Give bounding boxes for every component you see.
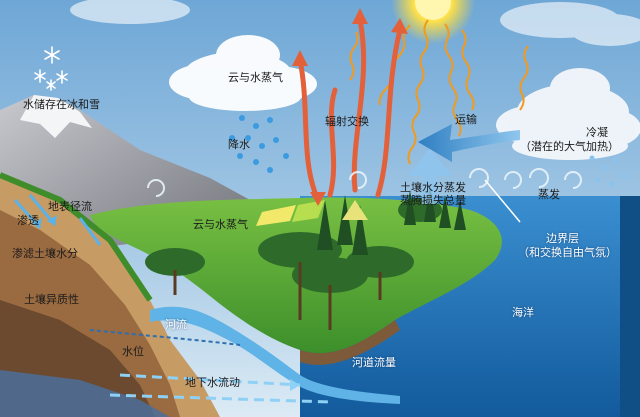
- radiation-waves: [349, 19, 529, 165]
- air-swirls: [147, 168, 582, 197]
- label-precipitation: 降水: [228, 138, 250, 151]
- label-boundary-layer: 边界层: [546, 232, 579, 245]
- label-water-table: 水位: [122, 345, 144, 358]
- cloud-top: [169, 35, 317, 111]
- label-surface-runoff: 地表径流: [48, 200, 92, 213]
- condensation-drops-icon: [589, 155, 627, 187]
- label-boundary-layer-sub: （和交换自由气氛）: [518, 246, 617, 259]
- label-condensation-sub: （潜在的大气加热）: [520, 140, 619, 153]
- label-evaporation: 蒸发: [538, 188, 560, 201]
- label-groundwater-flow: 地下水流动: [185, 376, 240, 389]
- land-evap-triangle: [342, 200, 368, 220]
- radiation-arrowheads: [292, 8, 408, 206]
- radiation-arrows: [297, 17, 403, 203]
- transport-arrow-icon: [418, 124, 520, 162]
- mountain-snow-cap: [20, 95, 92, 138]
- ocean-cut-face: [620, 196, 640, 417]
- label-river-discharge: 河道流量: [352, 356, 396, 369]
- land-edge: [300, 320, 400, 365]
- label-river: 河流: [165, 318, 187, 331]
- label-transport: 运输: [455, 113, 477, 126]
- infiltration-arrowheads: [32, 215, 57, 228]
- groundwater-arrows: [109, 373, 331, 404]
- rain-drops-icon: [229, 115, 289, 173]
- crop-field-icon: [256, 205, 296, 226]
- evaporation-arrow-icon: [408, 148, 452, 176]
- label-infiltration: 渗透: [17, 214, 39, 227]
- groundwater-zone: [0, 370, 170, 417]
- boundary-layer-line: [484, 179, 521, 223]
- label-radiation-exchange: 辐射交换: [325, 115, 369, 128]
- cloud-upper-right: [70, 0, 640, 46]
- groundwater-arrowhead: [290, 379, 300, 391]
- water-table-line: [89, 329, 241, 346]
- crop-field-icon-2: [292, 200, 325, 222]
- label-soil-evap: 土壤水分蒸发: [400, 181, 466, 194]
- snowflake-icon: [34, 46, 68, 91]
- label-soil-moisture: 渗滤土壤水分: [12, 247, 78, 260]
- label-ocean: 海洋: [512, 306, 534, 319]
- label-evapotranspiration: 蒸腾损失总量: [400, 194, 466, 207]
- river: [150, 306, 400, 404]
- sun-core: [415, 0, 451, 20]
- label-soil-heterogeneity: 土壤异质性: [24, 293, 79, 306]
- label-cloud-vapor-low: 云与水蒸气: [193, 218, 248, 231]
- label-snow-storage: 水储存在冰和雪: [23, 98, 100, 111]
- label-cloud-vapor-top: 云与水蒸气: [228, 71, 283, 84]
- slope-grass: [0, 172, 153, 302]
- sun-icon: [391, 0, 475, 44]
- forest: [145, 185, 466, 330]
- label-condensation: 冷凝: [586, 126, 608, 139]
- evaporation-column: [422, 176, 438, 204]
